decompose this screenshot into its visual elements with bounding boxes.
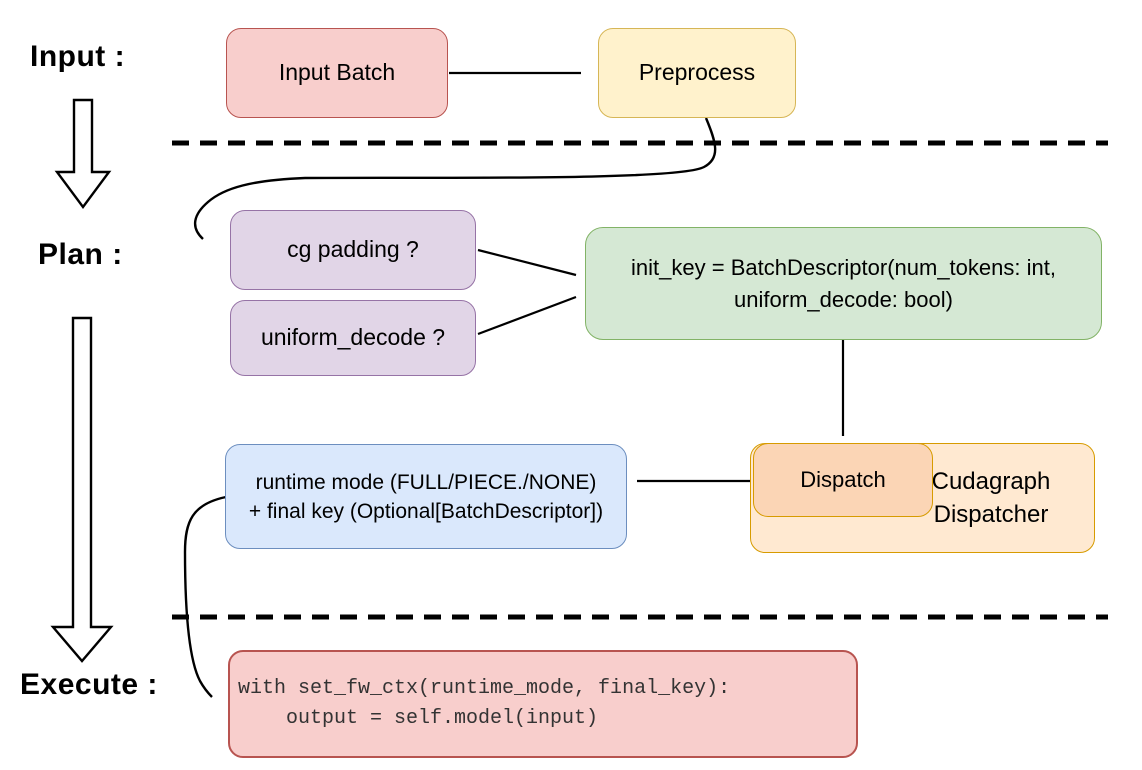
node-cudagraph-dispatcher-line1: Cudagraph	[931, 468, 1051, 495]
stage-label-input: Input :	[30, 40, 126, 73]
hollow-arrow-plan-to-execute	[50, 316, 114, 663]
node-init-key-line1: init_key = BatchDescriptor(num_tokens: i…	[631, 254, 1056, 280]
node-runtime-result-line2: + final key (Optional[BatchDescriptor])	[248, 499, 604, 523]
node-preprocess-label: Preprocess	[638, 59, 756, 86]
stage-label-plan: Plan :	[38, 238, 123, 271]
arrow-uniformdecode-to-initkey	[477, 295, 577, 336]
execute-code-line2: output = self.model(input)	[238, 707, 599, 730]
node-input-batch-label: Input Batch	[278, 59, 396, 86]
node-init-key-line2: uniform_decode: bool)	[734, 286, 953, 312]
node-cudagraph-dispatcher-line2: Dispatcher	[933, 501, 1049, 528]
node-cg-padding-label: cg padding ?	[287, 236, 419, 263]
execute-code-line1: with set_fw_ctx(runtime_mode, final_key)…	[238, 677, 731, 700]
node-execute-code: with set_fw_ctx(runtime_mode, final_key)…	[228, 650, 858, 758]
node-uniform-decode: uniform_decode ?	[230, 300, 476, 376]
hollow-arrow-input-to-plan	[54, 98, 112, 210]
node-dispatch-label: Dispatch	[800, 466, 886, 492]
node-runtime-result: runtime mode (FULL/PIECE./NONE) + final …	[225, 444, 627, 549]
arrow-cgpadding-to-initkey	[477, 248, 577, 277]
node-input-batch: Input Batch	[226, 28, 448, 118]
node-dispatch: Dispatch	[753, 443, 933, 517]
node-runtime-result-line1: runtime mode (FULL/PIECE./NONE)	[255, 470, 597, 494]
connector-runtime-to-execute	[183, 495, 227, 698]
node-init-key: init_key = BatchDescriptor(num_tokens: i…	[585, 227, 1102, 340]
node-uniform-decode-label: uniform_decode ?	[260, 324, 446, 351]
node-preprocess: Preprocess	[598, 28, 796, 118]
connector-preprocess-to-cgpadding	[193, 117, 717, 240]
stage-label-execute: Execute :	[20, 668, 158, 701]
node-cg-padding: cg padding ?	[230, 210, 476, 290]
